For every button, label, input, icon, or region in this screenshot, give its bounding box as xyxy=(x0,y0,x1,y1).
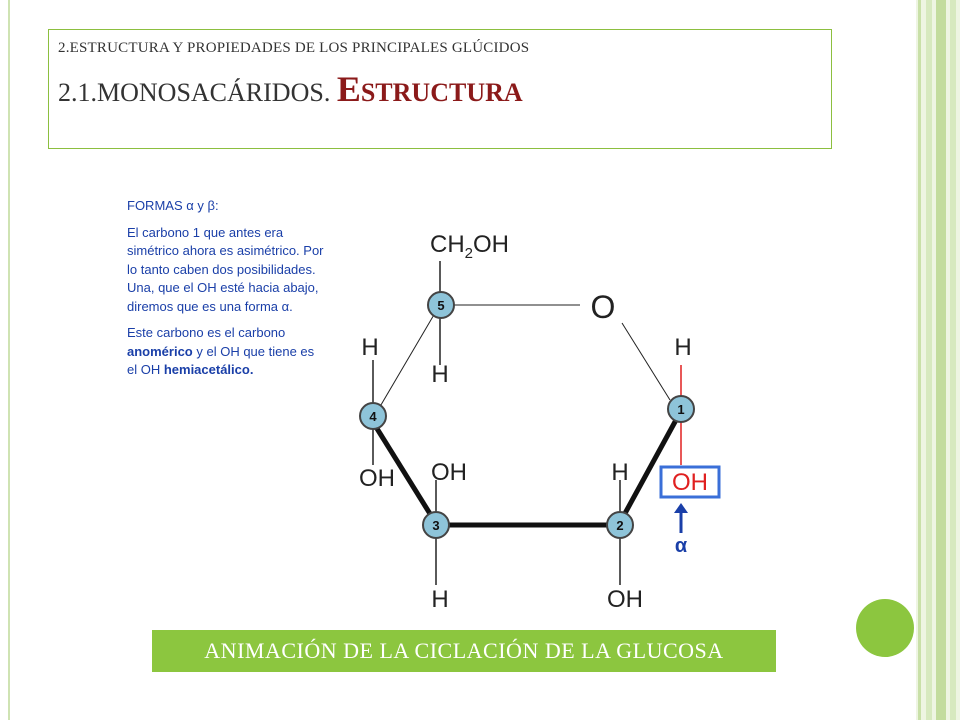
alpha-arrow-head xyxy=(674,503,688,513)
glucose-ring-diagram: 5 4 3 2 1 CH2OH O H H H OH OH H H OH OH xyxy=(359,231,721,613)
ch2oh-group: CH2OH xyxy=(430,231,509,262)
c3-top-oh: OH xyxy=(431,459,467,486)
c3-bottom-h: H xyxy=(431,586,448,613)
left-decoration-rule xyxy=(8,0,10,720)
slide-title-line1: 2.ESTRUCTURA Y PROPIEDADES DE LOS PRINCI… xyxy=(58,40,530,56)
term-anomerico: anomérico xyxy=(127,343,193,359)
carbon-node-5: 5 xyxy=(427,291,455,319)
carbon-node-4: 4 xyxy=(359,402,387,430)
carbon-label-4: 4 xyxy=(369,409,377,424)
accent-rest-letters: STRUCTURA xyxy=(360,78,523,107)
slide-title-accent: ESTRUCTURA xyxy=(337,69,523,109)
description-paragraph2: Este carbono es el carbono anomérico y e… xyxy=(127,324,327,380)
carbon-node-1: 1 xyxy=(667,395,695,423)
glucose-cyclization-animation-button[interactable]: ANIMACIÓN DE LA CICLACIÓN DE LA GLUCOSA xyxy=(152,630,776,672)
c1-bottom-oh: OH xyxy=(672,469,708,496)
description-panel: FORMAS α y β: El carbono 1 que antes era… xyxy=(127,197,327,388)
description-paragraph1: El carbono 1 que antes era simétrico aho… xyxy=(127,224,324,314)
ring-oxygen: O xyxy=(591,289,616,325)
carbon-node-2: 2 xyxy=(606,511,634,539)
bond-c2-c1 xyxy=(620,418,679,519)
slide-title-prefix: 2.1.MONOSACÁRIDOS. xyxy=(58,78,337,107)
carbon-label-2: 2 xyxy=(616,518,623,533)
c5-bottom-h: H xyxy=(431,361,448,388)
slide-title-line2: 2.1.MONOSACÁRIDOS. ESTRUCTURA xyxy=(58,68,523,110)
c4-top-h: H xyxy=(361,334,378,361)
c4-bottom-oh: OH xyxy=(359,465,395,492)
bond-o-c1 xyxy=(621,322,671,401)
carbon-label-1: 1 xyxy=(677,402,684,417)
accent-first-letter: E xyxy=(336,69,361,109)
green-circle-decoration xyxy=(856,599,914,657)
carbon-node-3: 3 xyxy=(422,511,450,539)
paragraph2-text2: y el OH que tiene es el OH xyxy=(127,343,315,378)
term-hemiacetalico: hemiacetálico. xyxy=(163,362,254,377)
description-heading: FORMAS α y β: xyxy=(127,198,219,213)
carbon-label-5: 5 xyxy=(437,298,444,313)
title-frame xyxy=(48,29,832,149)
bond-c5-c4 xyxy=(377,312,436,411)
carbon-label-3: 3 xyxy=(432,518,439,533)
side-decoration-stripes xyxy=(916,0,960,720)
hemiacetal-oh-highlight-box xyxy=(659,465,721,499)
paragraph2-text1: Este carbono es el carbono xyxy=(127,325,286,340)
c2-top-h: H xyxy=(611,459,628,486)
alpha-label: α xyxy=(675,535,688,557)
c2-bottom-oh: OH xyxy=(607,586,643,613)
c1-top-h: H xyxy=(674,334,691,361)
bond-c4-c3 xyxy=(373,425,435,519)
